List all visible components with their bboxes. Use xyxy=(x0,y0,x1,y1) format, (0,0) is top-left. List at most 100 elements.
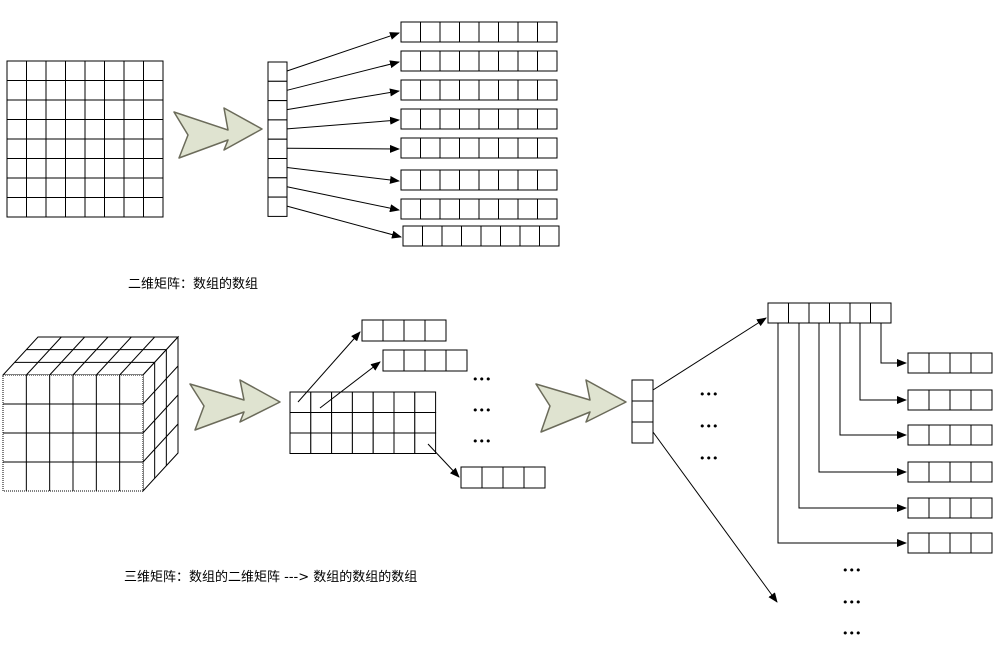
ellipsis-mark: ••• xyxy=(472,404,491,417)
pointer-cell xyxy=(267,80,288,102)
pointer-cell xyxy=(631,379,654,402)
matrix-cell xyxy=(84,158,105,179)
row-array-cell xyxy=(459,79,480,101)
arrow-icon xyxy=(286,88,400,111)
matrix-cell xyxy=(104,138,125,159)
matrix-cell xyxy=(45,138,66,159)
row-array-cell xyxy=(498,198,519,220)
row-array-cell xyxy=(539,225,560,247)
matrix-cell xyxy=(123,197,144,218)
arrow-icon xyxy=(286,32,400,72)
cube-grid-line xyxy=(49,336,86,376)
matrix-cell xyxy=(65,138,86,159)
matrix-cell xyxy=(84,177,105,198)
row-array-cell xyxy=(422,225,443,247)
grid-cell xyxy=(310,432,333,454)
row-array-cell xyxy=(441,225,462,247)
matrix-cell xyxy=(26,158,47,179)
small-array-cell xyxy=(523,466,546,489)
matrix-cell xyxy=(6,80,27,101)
pointer-cell xyxy=(631,421,654,444)
row-array-cell xyxy=(459,137,480,159)
row-array-cell xyxy=(402,225,423,247)
grid-cell xyxy=(414,412,437,434)
matrix-cell xyxy=(45,60,66,81)
row-pointer-column xyxy=(267,61,288,217)
row-array-cell xyxy=(400,198,421,220)
right-array-cell xyxy=(928,461,951,483)
grid-cell xyxy=(331,432,353,454)
arrow-icon xyxy=(286,186,400,213)
grid-cell xyxy=(393,432,416,454)
row-array-cell xyxy=(400,50,421,72)
matrix-cell xyxy=(143,197,164,218)
matrix-cell xyxy=(104,99,125,120)
matrix-2d-grid xyxy=(6,60,164,218)
matrix-cell xyxy=(104,119,125,140)
grid-cell xyxy=(331,412,353,434)
matrix-cell xyxy=(6,119,27,140)
pointer-cell xyxy=(267,196,288,217)
row-array-cell xyxy=(537,198,558,220)
row-array-cell xyxy=(478,198,499,220)
block-arrow-icon xyxy=(535,379,627,433)
pointer-cell xyxy=(267,158,288,179)
grid-cell xyxy=(331,391,353,413)
ellipsis-mark: ••• xyxy=(472,373,491,386)
row-array-cell xyxy=(420,169,441,191)
small-array-cell xyxy=(403,349,426,372)
cube-grid-line xyxy=(142,365,179,405)
right-array-cell xyxy=(928,352,951,374)
right-array-cell xyxy=(970,389,993,411)
grid-cell xyxy=(310,412,333,434)
matrix-cell xyxy=(104,158,125,179)
row-array-cell xyxy=(459,21,480,43)
row-array-cell xyxy=(537,137,558,159)
right-array-cell xyxy=(970,497,993,519)
matrix-cell xyxy=(26,99,47,120)
cube-grid-line xyxy=(119,336,156,376)
matrix-cell xyxy=(26,197,47,218)
matrix-cell xyxy=(45,99,66,120)
cube-grid-line xyxy=(72,336,109,376)
matrix-cell xyxy=(143,158,164,179)
matrix-cell xyxy=(123,138,144,159)
matrix-cell xyxy=(104,177,125,198)
matrix-cell xyxy=(65,60,86,81)
grid-cell xyxy=(351,412,374,434)
matrix-cell xyxy=(6,99,27,120)
row-array-cell xyxy=(420,137,441,159)
row-array-cell xyxy=(498,137,519,159)
cube-grid-line xyxy=(142,423,179,463)
matrix-cell xyxy=(143,60,164,81)
row-array-cell xyxy=(478,79,499,101)
block-arrow-icon xyxy=(173,107,263,159)
tree-connectors xyxy=(777,323,907,547)
matrix-cell xyxy=(65,177,86,198)
row-array-cell xyxy=(439,79,460,101)
right-array-cell xyxy=(907,424,930,446)
arrow-icon xyxy=(839,323,907,439)
cube-grid-line xyxy=(95,336,132,376)
pointer-cell xyxy=(267,100,288,121)
right-array-cell xyxy=(949,497,972,519)
grid-cell xyxy=(414,391,437,413)
small-array-cell xyxy=(502,466,525,489)
row-array-cell xyxy=(517,79,538,101)
matrix-cell xyxy=(104,60,125,81)
row-array-cell xyxy=(517,50,538,72)
matrix-cell xyxy=(143,80,164,101)
grid-cell xyxy=(289,432,312,454)
arrow-icon xyxy=(297,331,361,403)
row-array-cell xyxy=(517,169,538,191)
arrow-icon xyxy=(798,323,907,512)
row-array-cell xyxy=(439,137,460,159)
arrow-icon xyxy=(880,323,907,367)
top-array-cell xyxy=(767,302,789,324)
row-array-cell xyxy=(400,79,421,101)
row-array-cell xyxy=(459,50,480,72)
row-array-cell xyxy=(439,198,460,220)
row-array-cell xyxy=(478,21,499,43)
matrix-cell xyxy=(123,60,144,81)
ellipsis-mark: ••• xyxy=(699,452,718,465)
